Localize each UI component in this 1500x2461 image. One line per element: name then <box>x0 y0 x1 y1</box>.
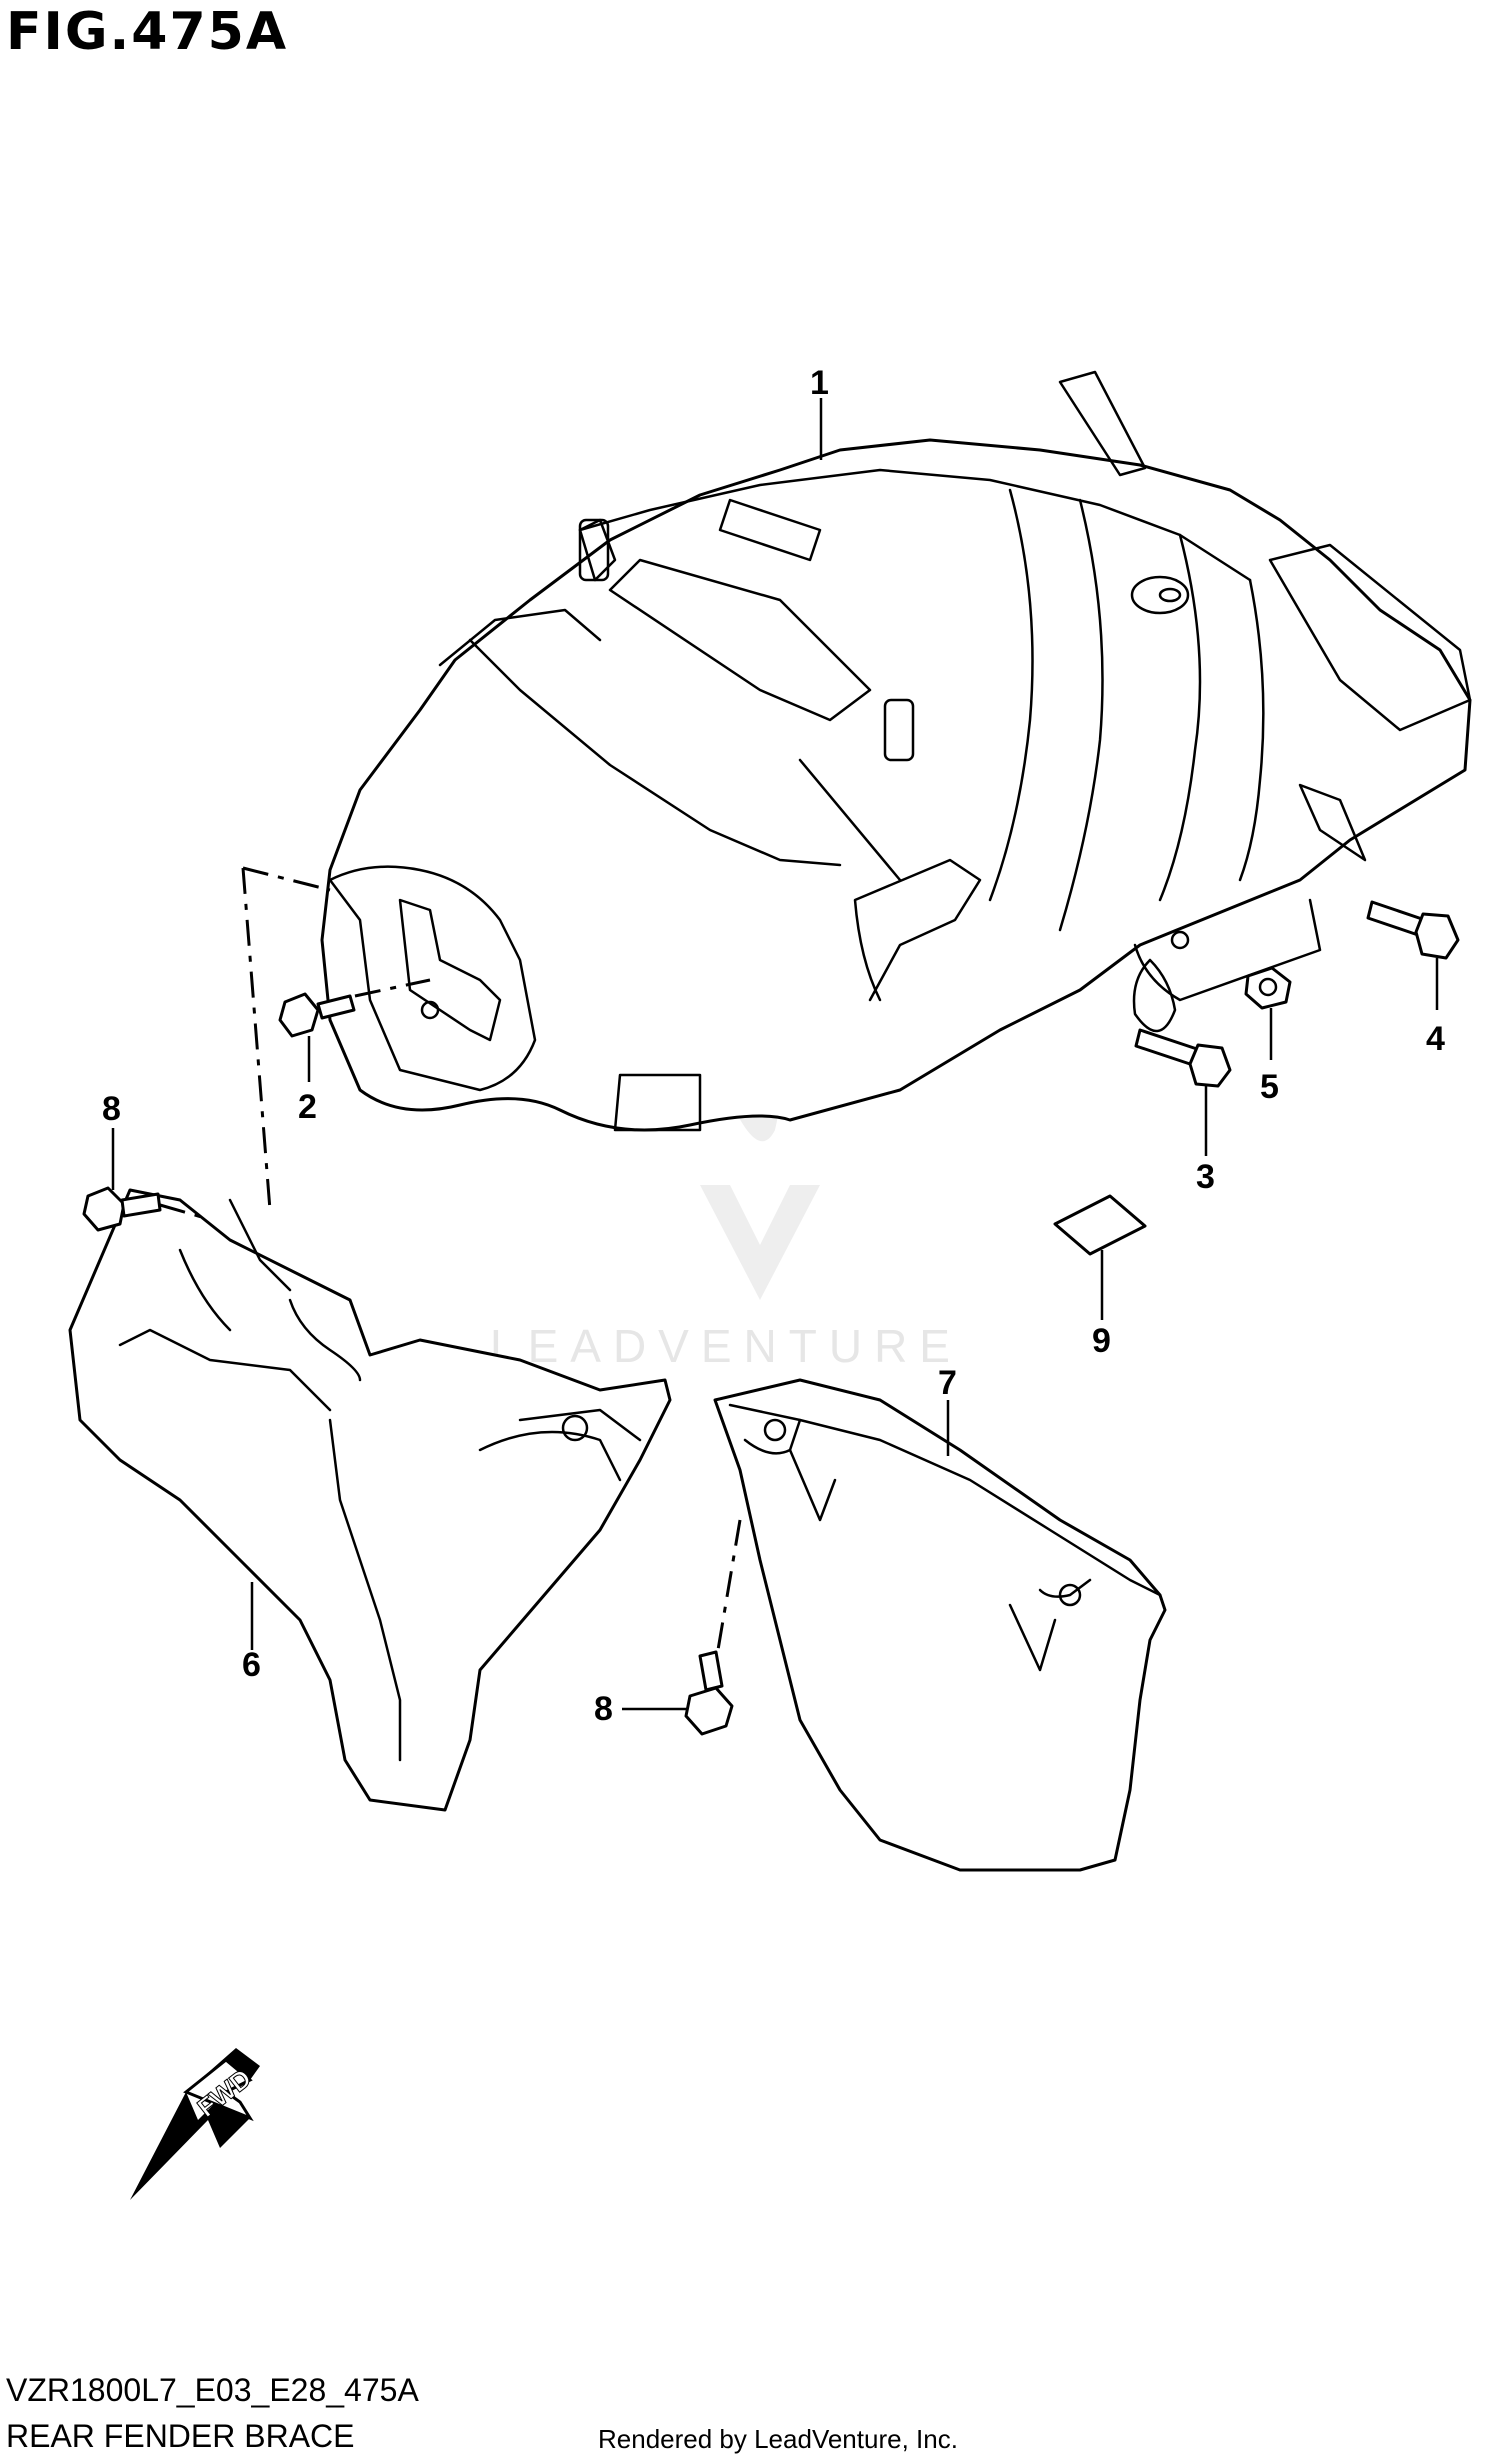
bolt-part-8-upper <box>82 1186 162 1232</box>
callout-9: 9 <box>1092 1322 1111 1360</box>
alignment-line <box>716 1519 742 1651</box>
forward-direction-arrow: FWD <box>130 2048 260 2200</box>
callout-6: 6 <box>242 1646 261 1684</box>
bolt-part-4 <box>1366 900 1460 960</box>
diagram-code: VZR1800L7_E03_E28_475A <box>6 2372 419 2408</box>
alignment-line <box>159 1203 206 1220</box>
alignment-line <box>241 867 272 1211</box>
figure-title: FIG.475A <box>6 2 289 62</box>
rear-fender-part <box>320 370 1472 1132</box>
bolt-part-3 <box>1134 1028 1232 1088</box>
side-cover-part-7 <box>713 1378 1167 1872</box>
callout-2: 2 <box>298 1088 317 1126</box>
diagram-name: REAR FENDER BRACE <box>6 2418 355 2454</box>
callout-1: 1 <box>810 364 829 402</box>
callout-4: 4 <box>1426 1020 1445 1058</box>
watermark-text: LEADVENTURE <box>490 1320 962 1372</box>
callout-7: 7 <box>938 1364 957 1402</box>
label-part-9 <box>1053 1194 1147 1256</box>
nut-part-5 <box>1244 966 1292 1010</box>
alignment-line <box>354 978 431 998</box>
callout-8-upper: 8 <box>102 1090 121 1128</box>
callout-5: 5 <box>1260 1068 1279 1106</box>
bolt-part-2 <box>278 992 356 1038</box>
callout-3: 3 <box>1196 1158 1215 1196</box>
render-credit: Rendered by LeadVenture, Inc. <box>598 2424 958 2454</box>
callout-8-lower: 8 <box>594 1690 613 1728</box>
bolt-part-8-lower <box>684 1650 734 1736</box>
brace-part-6 <box>68 1188 672 1812</box>
alignment-line <box>242 866 331 892</box>
